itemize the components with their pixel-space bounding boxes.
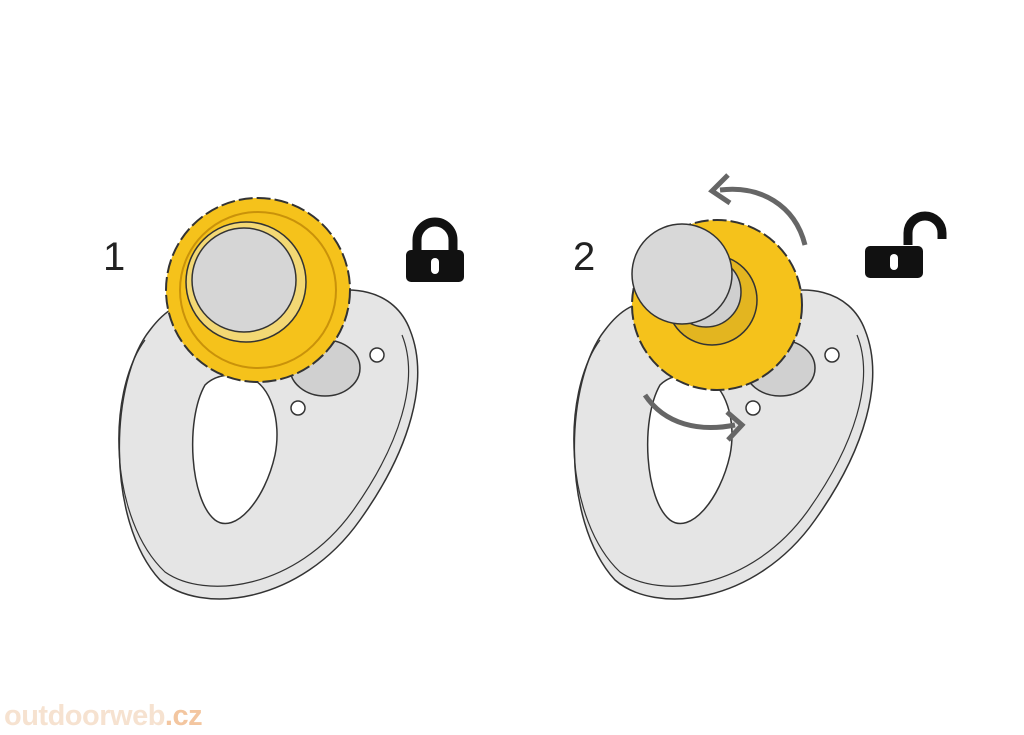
knob-unlocked <box>631 219 803 391</box>
step-number-1: 1 <box>103 235 126 279</box>
watermark-name: outdoorweb <box>4 700 165 732</box>
watermark: outdoorweb.cz <box>4 700 203 733</box>
step-number-2: 2 <box>573 235 596 279</box>
watermark-tld: .cz <box>164 700 203 732</box>
rotation-arrows <box>642 173 808 442</box>
knob-locked <box>165 197 351 383</box>
lock-open-icon <box>865 211 947 278</box>
lock-closed-icon <box>406 217 464 282</box>
hanger-locked <box>118 197 419 600</box>
